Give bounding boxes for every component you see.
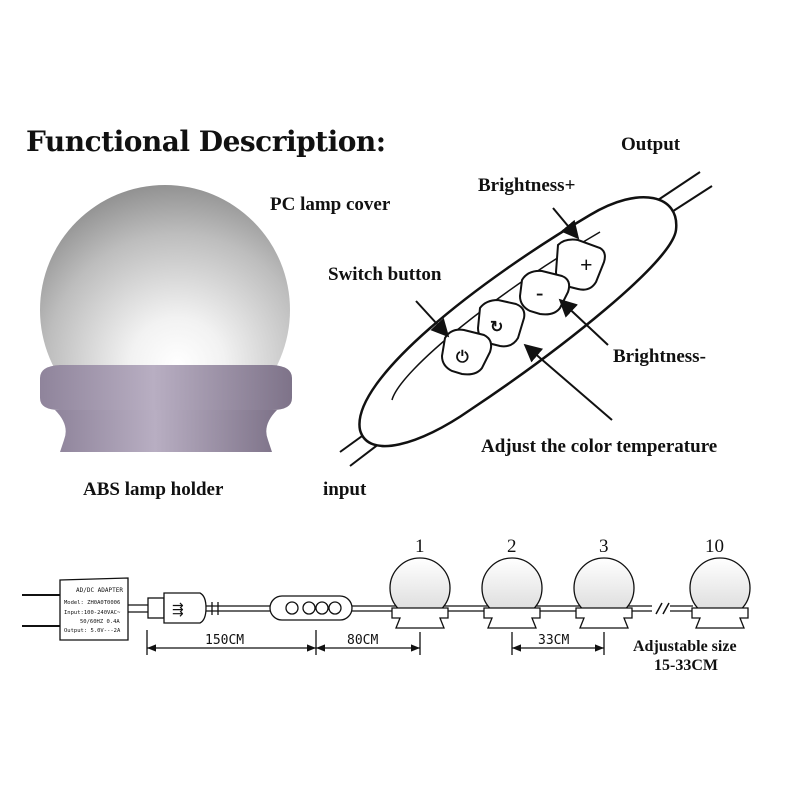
label-switch-button: Switch button [328,264,442,285]
adapter-output: Output: 5.0V---2A [64,628,121,634]
bulb-number-1: 1 [415,536,425,557]
bulb-numbers: 1 2 3 10 [415,536,724,557]
label-pc-lamp-cover: PC lamp cover [270,194,391,215]
brightness-plus-button: + [554,238,606,291]
adapter-label: AD/DC ADAPTER Model: ZH0A0T0006 Input:10… [64,587,123,634]
label-brightness-plus: Brightness+ [478,175,576,196]
adjustable-size-line1: Adjustable size [633,638,737,655]
adapter-title: AD/DC ADAPTER [76,587,123,594]
bulb-number-10: 10 [705,536,724,557]
dimension-label-33cm: 33CM [538,633,569,648]
page-title: Functional Description: [26,125,386,158]
bulb-number-3: 3 [599,536,609,557]
adjustable-size-line2: 15-33CM [654,657,718,674]
big-lamp [40,185,292,452]
bulb-1 [389,557,451,629]
label-output: Output [621,134,681,155]
adapter-input: Input:100-240VAC~ [64,610,121,616]
bulb-3 [573,557,635,629]
arrow-switch-button [415,300,450,338]
refresh-icon: ↻ [490,319,503,336]
adjustable-size-label: Adjustable size 15-33CM [633,638,737,674]
controller: + - ↻ ⏻ [339,171,713,467]
bulb-number-2: 2 [507,536,517,557]
adapter-box [59,577,129,641]
abs-lamp-holder-base [55,410,277,452]
minus-icon: - [536,280,543,305]
usb-plug-tip [147,597,165,619]
switch-button: ⏻ [440,328,493,376]
arrow-color-temp [523,343,613,421]
power-icon: ⏻ [456,349,469,366]
usb-icon: ⇶ [172,602,184,618]
plus-icon: + [580,252,593,277]
label-brightness-minus: Brightness- [613,346,706,367]
abs-lamp-holder-ring [40,365,292,410]
usb-plug-body [163,592,207,624]
dimension-label-80cm: 80CM [347,633,378,648]
bulb-10 [689,557,751,629]
label-abs-lamp-holder: ABS lamp holder [83,479,224,500]
adapter-freq: 50/60HZ 0.4A [80,619,120,625]
bulb-2 [481,557,543,629]
label-input: input [323,479,367,500]
adapter-model: Model: ZH0A0T0006 [64,600,120,606]
arrow-brightness-minus [558,298,609,346]
dimension-label-150cm: 150CM [205,633,244,648]
arrow-brightness-plus [552,207,580,240]
dimension-labels: 150CM 80CM 33CM [205,633,569,648]
label-adjust-color-temperature: Adjust the color temperature [481,436,718,457]
wiring-diagram: ⇶ [22,557,751,655]
